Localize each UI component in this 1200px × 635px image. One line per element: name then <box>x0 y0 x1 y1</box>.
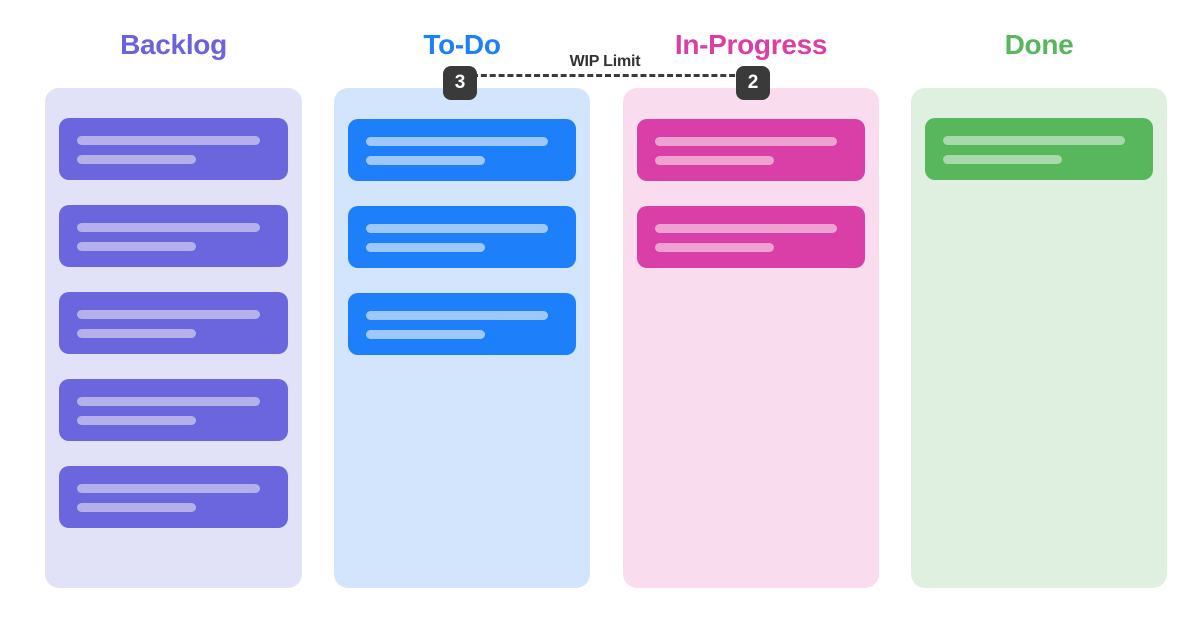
task-card-subtitle-placeholder <box>366 243 485 252</box>
column-backlog[interactable]: Backlog <box>45 0 302 588</box>
task-card[interactable] <box>59 379 288 441</box>
task-card-title-placeholder <box>77 310 261 319</box>
task-card-title-placeholder <box>77 223 261 232</box>
column-title-inprogress: In-Progress <box>674 29 828 60</box>
column-body-backlog[interactable] <box>45 88 302 588</box>
task-card-title-placeholder <box>366 224 549 233</box>
column-body-inprogress[interactable] <box>623 88 879 588</box>
task-card-title-placeholder <box>366 311 549 320</box>
task-card[interactable] <box>59 292 288 354</box>
task-card[interactable] <box>348 119 576 181</box>
task-card[interactable] <box>348 293 576 355</box>
column-title-todo: To-Do <box>423 29 501 60</box>
column-title-done: Done <box>1004 29 1074 60</box>
task-card[interactable] <box>59 205 288 267</box>
column-body-todo[interactable] <box>334 88 590 588</box>
task-card-title-placeholder <box>655 137 838 146</box>
task-card[interactable] <box>59 466 288 528</box>
column-inprogress[interactable]: In-Progress <box>623 0 879 588</box>
task-card[interactable] <box>59 118 288 180</box>
task-card-title-placeholder <box>77 484 261 493</box>
task-card-title-placeholder <box>655 224 838 233</box>
task-card-subtitle-placeholder <box>943 155 1062 164</box>
task-card-title-placeholder <box>366 137 549 146</box>
task-card-subtitle-placeholder <box>77 329 197 338</box>
column-body-done[interactable] <box>911 88 1167 588</box>
task-card-subtitle-placeholder <box>366 330 485 339</box>
task-card-subtitle-placeholder <box>77 242 197 251</box>
task-card-title-placeholder <box>77 397 261 406</box>
task-card[interactable] <box>925 118 1153 180</box>
column-title-backlog: Backlog <box>120 29 227 60</box>
task-card-subtitle-placeholder <box>366 156 485 165</box>
task-card-subtitle-placeholder <box>77 503 197 512</box>
task-card[interactable] <box>348 206 576 268</box>
column-done[interactable]: Done <box>911 0 1167 588</box>
task-card-subtitle-placeholder <box>655 243 774 252</box>
task-card-title-placeholder <box>77 136 261 145</box>
task-card[interactable] <box>637 119 865 181</box>
task-card-title-placeholder <box>943 136 1126 145</box>
task-card-subtitle-placeholder <box>77 416 197 425</box>
task-card[interactable] <box>637 206 865 268</box>
column-todo[interactable]: To-Do <box>334 0 590 588</box>
task-card-subtitle-placeholder <box>77 155 197 164</box>
task-card-subtitle-placeholder <box>655 156 774 165</box>
